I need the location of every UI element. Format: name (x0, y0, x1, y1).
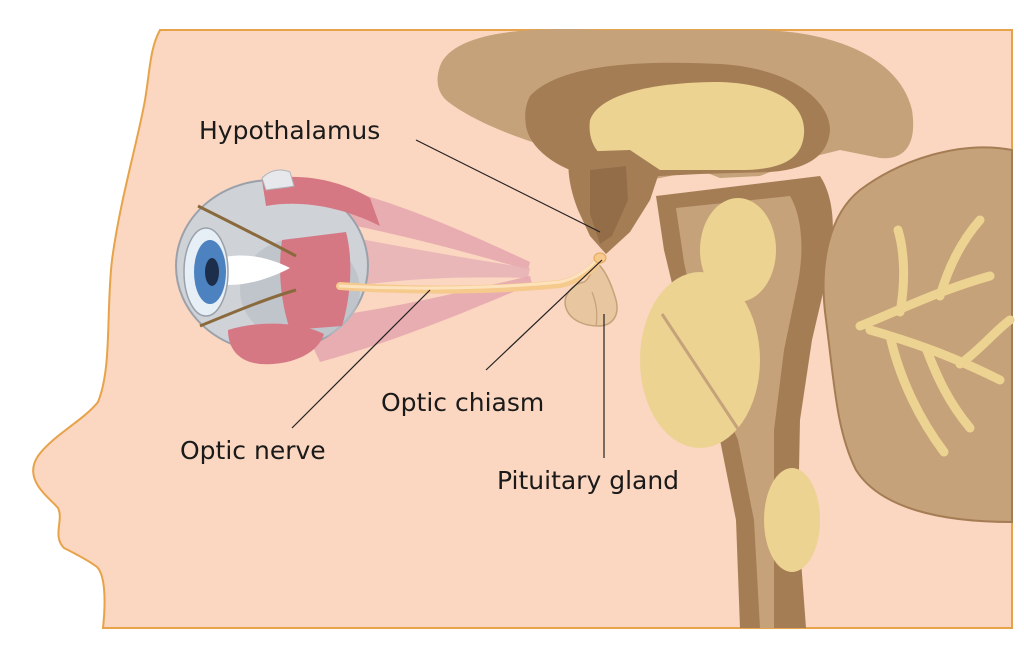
leader-hypothalamus (415, 139, 601, 233)
label-optic-nerve: Optic nerve (180, 436, 326, 465)
eye-muscle-lower (300, 276, 532, 362)
pituitary-lobe-line (591, 291, 598, 327)
leader-optic-nerve (291, 289, 431, 429)
upper-eyelid (197, 204, 297, 258)
label-pituitary-gland: Pituitary gland (497, 466, 680, 495)
thalamus (589, 82, 805, 170)
rectus-lateral (280, 232, 351, 330)
hypothalamus-highlight (590, 166, 628, 244)
leader-optic-chiasm (485, 259, 603, 371)
pons-line (660, 313, 746, 439)
label-hypothalamus: Hypothalamus (199, 116, 381, 145)
cerebellum-arbor (855, 215, 1015, 457)
eye-muscle-middle (320, 232, 530, 292)
rectus-inferior (228, 323, 324, 365)
oblique-muscle (261, 169, 295, 191)
label-optic-chiasm: Optic chiasm (381, 388, 545, 417)
medulla (764, 468, 820, 572)
lower-eyelid (199, 288, 297, 328)
rectus-superior (262, 176, 380, 226)
midbrain-nucleus (700, 198, 776, 302)
optic-nerve-highlight (338, 256, 600, 290)
pons (640, 272, 760, 448)
pituitary-gland (564, 260, 618, 327)
optic-chiasm-node (593, 252, 607, 264)
pupil (205, 258, 219, 286)
